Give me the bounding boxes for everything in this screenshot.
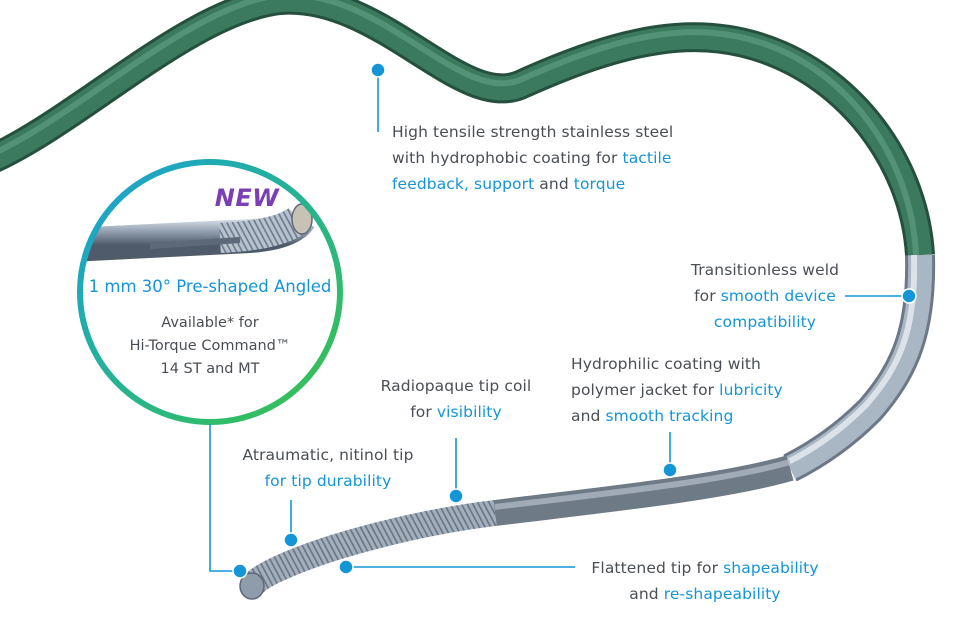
- callout-text: Flattened tip for: [591, 559, 724, 577]
- inset-availability-line: Hi-Torque Command™: [129, 338, 291, 354]
- dot-steel: [370, 62, 386, 78]
- green-wire-highlight: [0, 0, 919, 256]
- callout-line: for tip durability: [218, 468, 438, 494]
- callout-highlight-text: for tip durability: [264, 472, 392, 490]
- callout-text: for: [694, 287, 721, 305]
- callout-line: for visibility: [356, 399, 556, 425]
- callout-line: High tensile strength stainless steel: [392, 119, 673, 145]
- dot-inset: [232, 563, 248, 579]
- polymer-jacket: [493, 455, 794, 526]
- callout-coil: Radiopaque tip coil for visibility: [356, 373, 556, 425]
- callout-highlight-text: tactile: [622, 149, 672, 167]
- callout-highlight-text: shapeability: [723, 559, 819, 577]
- inset-wire-coil: [219, 207, 308, 253]
- callout-line: compatibility: [660, 309, 870, 335]
- polymer-jacket-highlight: [494, 459, 791, 510]
- callout-text: Transitionless weld: [690, 261, 840, 279]
- inset-availability-line: Available* for: [161, 315, 259, 331]
- dot-hydrophilic: [662, 462, 678, 478]
- callout-text: Atraumatic, nitinol tip: [242, 446, 414, 464]
- dot-coil: [448, 488, 464, 504]
- callout-line: feedback, support and torque: [392, 171, 673, 197]
- tip-ball: [239, 572, 265, 600]
- callout-weld: Transitionless weld for smooth device comp…: [660, 257, 870, 335]
- callout-text: Radiopaque tip coil: [380, 377, 532, 395]
- callout-line: with hydrophobic coating for tactile: [392, 145, 673, 171]
- inset-title: 1 mm 30° Pre-shaped Angled: [88, 277, 332, 296]
- leader-inset: [209, 424, 240, 572]
- inset-availability-line: 14 ST and MT: [160, 361, 260, 377]
- callout-line: Transitionless weld: [660, 257, 870, 283]
- callout-highlight-text: feedback, support: [392, 175, 535, 193]
- dot-flattened: [338, 559, 354, 575]
- callout-highlight-text: visibility: [436, 403, 502, 421]
- callout-line: for smooth device: [660, 283, 870, 309]
- callout-text: polymer jacket for: [571, 381, 720, 399]
- callout-line: and smooth tracking: [571, 403, 783, 429]
- callout-highlight-text: re-shapeability: [663, 585, 781, 603]
- callout-highlight-text: torque: [573, 175, 626, 193]
- callout-text: Hydrophilic coating with: [571, 355, 761, 373]
- callout-hydrophilic: Hydrophilic coating with polymer jacket f…: [571, 351, 783, 429]
- callout-text: and: [571, 407, 606, 425]
- callout-line: Atraumatic, nitinol tip: [218, 442, 438, 468]
- callout-highlight-text: smooth tracking: [605, 407, 734, 425]
- callout-text: for: [410, 403, 437, 421]
- callout-highlight-text: lubricity: [719, 381, 783, 399]
- callout-highlight-text: compatibility: [713, 313, 817, 331]
- callout-text: and: [629, 585, 664, 603]
- tip-coil-edge: [241, 500, 497, 595]
- dot-weld: [901, 288, 917, 304]
- inset-availability: Available* for Hi-Torque Command™ 14 ST …: [95, 312, 325, 381]
- inset-core-taper: [149, 237, 241, 249]
- callout-highlight-text: smooth device: [720, 287, 836, 305]
- callout-nitinol: Atraumatic, nitinol tip for tip durabilit…: [218, 442, 438, 494]
- callout-text: High tensile strength stainless steel: [392, 123, 674, 141]
- callout-steel: High tensile strength stainless steel wit…: [392, 119, 673, 197]
- steel-wire: [784, 254, 933, 479]
- new-label: NEW: [214, 184, 280, 212]
- inset-ring: [77, 159, 343, 425]
- callout-line: and re-shapeability: [560, 581, 850, 607]
- callout-line: Hydrophilic coating with: [571, 351, 783, 377]
- dot-nitinol: [283, 532, 299, 548]
- steel-wire-highlight: [786, 254, 918, 465]
- callout-line: Radiopaque tip coil: [356, 373, 556, 399]
- callout-line: Flattened tip for shapeability: [560, 555, 850, 581]
- callout-line: polymer jacket for lubricity: [571, 377, 783, 403]
- callout-text: with hydrophobic coating for: [392, 149, 623, 167]
- callout-text: and: [534, 175, 574, 193]
